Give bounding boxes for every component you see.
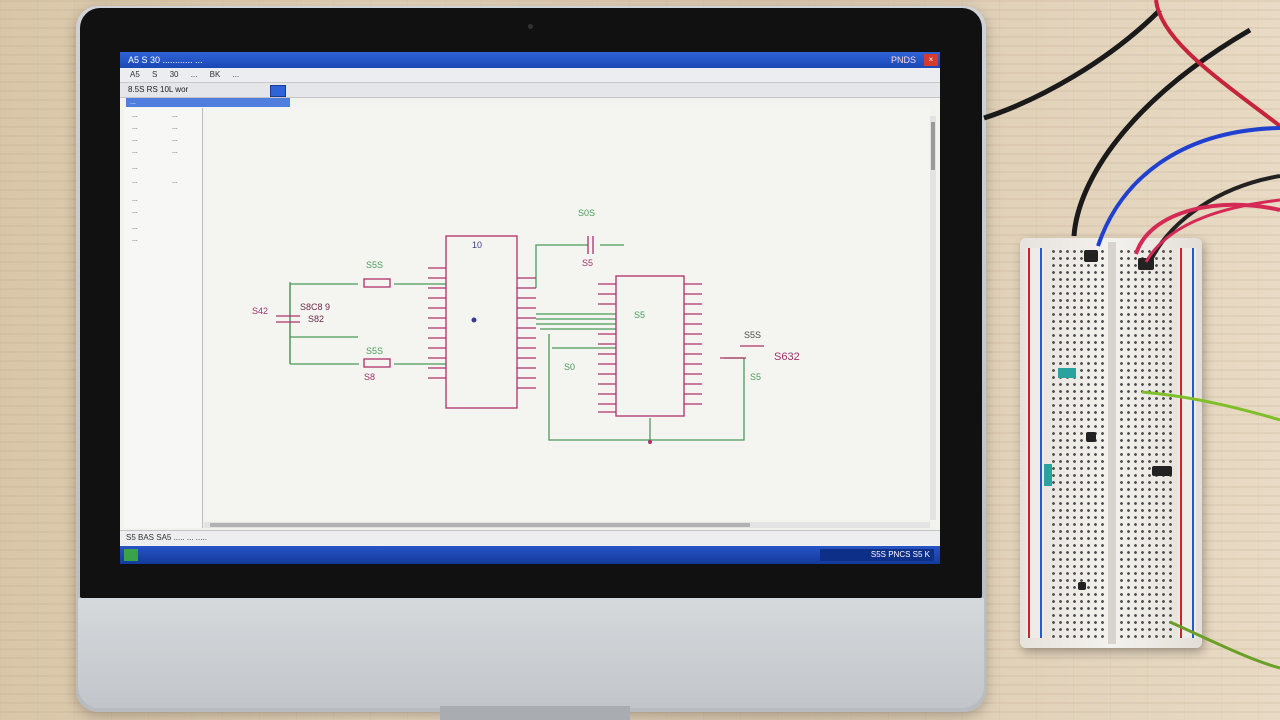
panel-row[interactable]: ......	[132, 124, 178, 131]
connector	[1084, 250, 1098, 262]
hole-grid-left	[1050, 248, 1106, 638]
label-r2-ref: S5S	[366, 346, 383, 356]
power-rail-left	[1026, 248, 1044, 638]
breadboard	[1020, 238, 1202, 648]
screen: A5 S 30 ............ ... PNDS × A5 S 30 …	[120, 52, 940, 564]
ic-u1	[445, 235, 518, 409]
menu-item[interactable]: 30	[169, 70, 179, 79]
power-rail-right	[1178, 248, 1196, 638]
status-bar: S5 BAS SA5 ..... ... .....	[120, 530, 940, 545]
label-c1-val: S8C8 9	[300, 302, 330, 312]
webcam	[528, 24, 533, 29]
label-r1-ref: S5S	[366, 260, 383, 270]
label-net-mid: S0	[564, 362, 575, 372]
properties-panel: ...... ...... ...... ...... ... ...... .…	[124, 108, 203, 528]
start-icon[interactable]	[124, 549, 138, 561]
schematic-canvas[interactable]: S42 S8C8 9 S82 S5S S5S S8 10 S0S S5 S5 S…	[204, 108, 930, 520]
junction-dot	[648, 440, 652, 444]
resistor-r1	[363, 278, 391, 288]
label-u1-ref: 10	[472, 240, 482, 250]
panel-row[interactable]: ...	[132, 196, 138, 203]
panel-row[interactable]: ...	[132, 236, 138, 243]
title-bar: A5 S 30 ............ ... PNDS ×	[120, 52, 940, 68]
ic-u2-pins	[598, 283, 702, 413]
cable-black	[983, 8, 1162, 121]
wire	[548, 334, 745, 441]
label-c2-val: S5	[582, 258, 593, 268]
panel-row[interactable]: ......	[132, 112, 178, 119]
monitor-stand	[440, 706, 630, 720]
rail-line-red	[1028, 248, 1030, 638]
panel-row[interactable]: ......	[132, 136, 178, 143]
rail-line-blue	[1040, 248, 1042, 638]
ic-u1-pins	[428, 267, 536, 389]
jumper-teal	[1044, 464, 1052, 486]
menu-item[interactable]: ...	[190, 70, 198, 79]
menu-item[interactable]: A5	[130, 70, 140, 79]
jumper-teal	[1058, 368, 1076, 378]
vertical-scroll-thumb[interactable]	[931, 122, 935, 170]
menu-item[interactable]: BK	[209, 70, 221, 79]
horizontal-scroll-thumb[interactable]	[210, 523, 750, 527]
wire	[535, 244, 588, 288]
toolbar-text: 8.5S RS 10L wor	[128, 85, 189, 94]
system-tray[interactable]: S5S PNCS S5 K	[820, 549, 934, 561]
center-channel	[1108, 242, 1116, 644]
menu-bar: A5 S 30 ... BK ...	[120, 68, 940, 83]
taskbar: S5S PNCS S5 K	[120, 546, 940, 564]
component	[1086, 432, 1096, 442]
vertical-scrollbar[interactable]	[930, 116, 936, 520]
label-c1-ref: S42	[252, 306, 268, 316]
menu-item[interactable]: S	[152, 70, 158, 79]
menu-item[interactable]: ...	[232, 70, 240, 79]
cable-red	[1154, 0, 1280, 128]
rail-line-red	[1180, 248, 1182, 638]
component	[1152, 466, 1172, 476]
cable-blue	[1096, 126, 1280, 247]
schematic-drawing: S42 S8C8 9 S82 S5S S5S S8 10 S0S S5 S5 S…	[252, 208, 800, 444]
label-out-val2: S5	[750, 372, 761, 382]
label-u2-ref: S5	[634, 310, 645, 320]
toolbar: 8.5S RS 10L wor	[120, 83, 940, 98]
label-c2-ref: S0S	[578, 208, 595, 218]
cable-green	[1141, 390, 1280, 422]
tab-active[interactable]: ...	[126, 98, 290, 107]
close-icon[interactable]: ×	[924, 54, 938, 66]
panel-row[interactable]: ......	[132, 148, 178, 155]
label-out-ref: S5S	[744, 330, 761, 340]
cable-red	[1144, 198, 1280, 263]
cable-red	[1134, 202, 1280, 255]
window-brand: PNDS	[890, 55, 916, 65]
junction-dot	[471, 317, 477, 323]
panel-row[interactable]: ...	[132, 208, 138, 215]
label-c1-val2: S82	[308, 314, 324, 324]
label-r2-val: S8	[364, 372, 375, 382]
cable-black	[1071, 27, 1252, 237]
panel-row[interactable]: ......	[132, 178, 178, 185]
monitor-chin	[78, 598, 984, 708]
label-out-val: S632	[774, 351, 800, 363]
toolbar-button-icon[interactable]	[270, 85, 286, 97]
panel-row[interactable]: ...	[132, 164, 138, 171]
component	[1078, 582, 1086, 590]
panel-row[interactable]: ...	[132, 224, 138, 231]
hole-grid-right	[1118, 248, 1174, 638]
status-text: S5 BAS SA5 ..... ... .....	[126, 533, 207, 542]
rail-line-blue	[1192, 248, 1194, 638]
ic-u2	[615, 275, 685, 417]
resistor-r2	[363, 358, 391, 368]
window-title: A5 S 30 ............ ...	[128, 55, 203, 65]
cable-green	[1169, 620, 1280, 670]
